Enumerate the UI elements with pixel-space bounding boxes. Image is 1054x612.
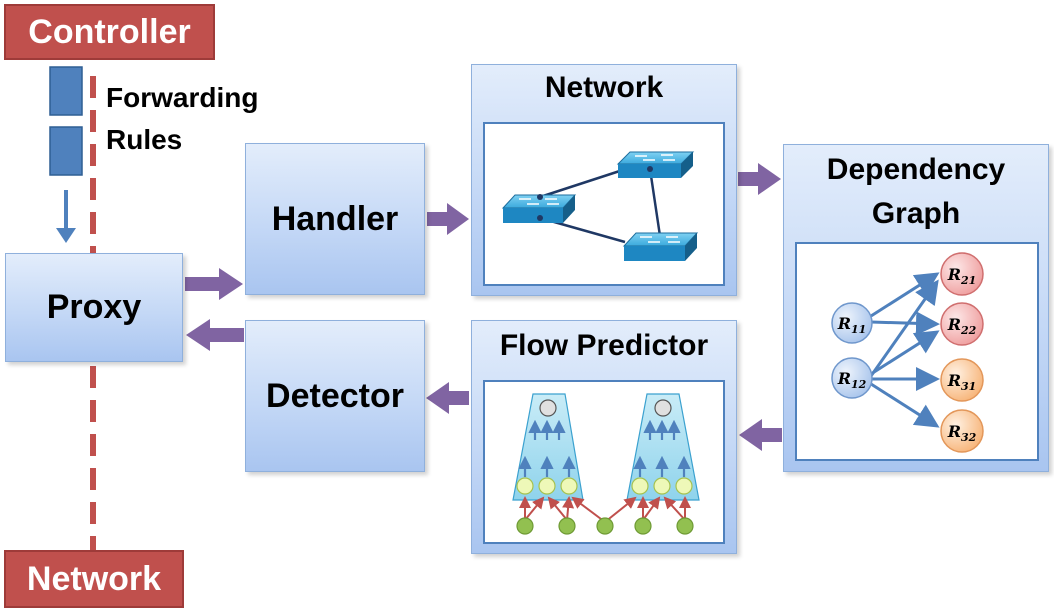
neural-network-svg: [512, 393, 700, 535]
network-box-title: Network: [544, 71, 664, 104]
dependency-graph-title-line2: Graph: [871, 197, 961, 230]
link-left-top: [539, 165, 633, 199]
arrow-network-dependency-head: [758, 163, 781, 195]
svg-text:R22: R22: [947, 315, 977, 337]
detector-box: Detector: [245, 320, 425, 472]
svg-text:R21: R21: [947, 265, 977, 287]
arrow-proxy-handler-head: [219, 268, 243, 300]
arrow-handler-network-shaft: [427, 212, 449, 226]
arrow-predictor-detector-head: [426, 382, 449, 414]
arrow-handler-network-head: [447, 203, 469, 235]
dependency-graph-svg: R11 R12 R21 R22 R31 R32: [831, 252, 984, 453]
switch-icon: [616, 151, 695, 178]
dependency-edges: [869, 272, 940, 428]
flow-predictor-title: Flow Predictor: [499, 329, 709, 362]
arrow-dependency-predictor-head: [739, 419, 762, 451]
dependency-node: R31: [940, 358, 984, 402]
dependency-node: R22: [940, 302, 984, 346]
arrow-dependency-predictor-shaft: [760, 428, 782, 442]
network-topology-svg: [501, 151, 699, 261]
network-topology-panel: [483, 122, 725, 286]
arrow-network-dependency-shaft: [738, 172, 760, 186]
flow-predictor-panel: [483, 380, 725, 544]
rule-block-2: [49, 126, 83, 176]
dependency-node: R12: [831, 357, 873, 399]
nn-hidden-nodes: [516, 477, 693, 495]
proxy-box: Proxy: [5, 253, 183, 362]
arrow-detector-proxy-head: [186, 319, 210, 351]
network-bottom-label: Network: [26, 559, 162, 598]
flow-predictor-box: Flow Predictor: [471, 320, 737, 554]
forwarding-rules-line2: Rules: [106, 124, 183, 155]
arrow-proxy-handler-shaft: [185, 277, 221, 291]
detector-label: Detector: [266, 377, 404, 415]
rule-block-1: [49, 66, 83, 116]
dependency-node: R11: [831, 302, 873, 344]
switch-icon: [622, 232, 699, 261]
switch-icon: [501, 194, 577, 223]
nn-input-arrows: [519, 496, 691, 523]
svg-text:R32: R32: [947, 422, 977, 444]
nn-output-node: [654, 399, 672, 417]
svg-text:R11: R11: [837, 314, 867, 336]
handler-label: Handler: [271, 200, 399, 238]
arrow-detector-proxy-shaft: [208, 328, 244, 342]
nn-forward-arrows: [518, 419, 691, 477]
link-top-bottom: [648, 168, 662, 237]
purple-arrows: [185, 163, 782, 451]
arrow-predictor-detector-shaft: [447, 391, 469, 405]
dependency-node: R32: [940, 409, 984, 453]
proxy-label: Proxy: [46, 288, 142, 326]
dependency-graph-panel: R11 R12 R21 R22 R31 R32: [795, 242, 1039, 461]
forwarding-rules-line1: Forwarding: [106, 82, 259, 113]
dependency-graph-box: Dependency Graph: [783, 144, 1049, 472]
svg-text:R31: R31: [947, 371, 977, 393]
dependency-graph-title-line1: Dependency: [826, 153, 1006, 186]
nn-output-node: [539, 399, 557, 417]
dependency-node: R21: [940, 252, 984, 296]
handler-box: Handler: [245, 143, 425, 295]
controller-label: Controller: [28, 12, 191, 51]
controller-box: Controller: [4, 4, 215, 60]
down-arrow-icon: [56, 228, 76, 243]
nn-input-nodes: [516, 517, 694, 535]
network-box: Network: [471, 64, 737, 296]
network-bottom-box: Network: [4, 550, 184, 608]
svg-text:R12: R12: [837, 369, 867, 391]
